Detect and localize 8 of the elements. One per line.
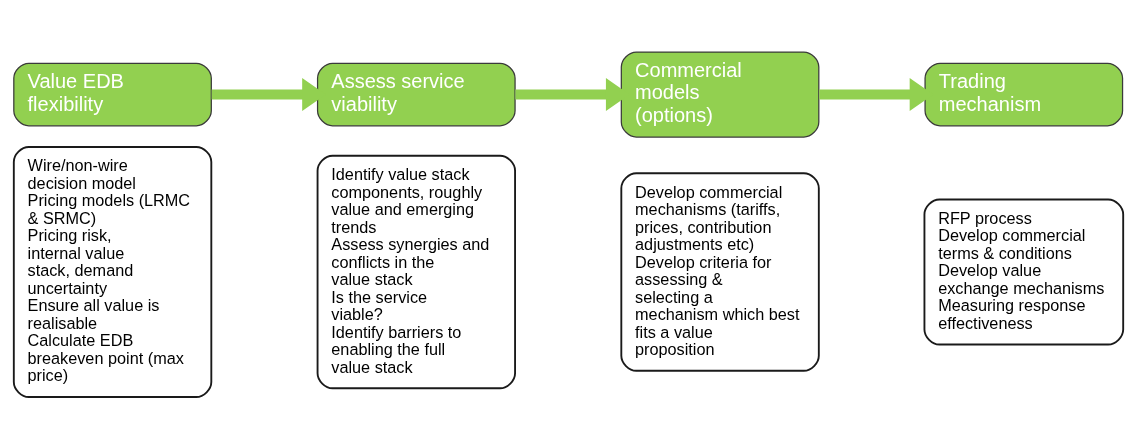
node-box: RFP process Develop commercial terms & conditions Develop value exchange mechanisms Measuring response effectiveness xyxy=(923,198,1125,345)
node-box: Identify value stack components, roughly value and emerging trends Assess synergies and conflicts in the value stack Is the service viable? Identify barriers to enabling the full value stack xyxy=(316,154,516,389)
node-box: Wire/non-wire decision model Pricing models (LRMC & SRMC) Pricing risk, internal value stack, demand uncertainty Ensure all value is realisable Calculate EDB breakeven point (max price) xyxy=(12,145,213,398)
node-box: Trading mechanism xyxy=(924,62,1124,126)
node-box: Commercial models (options) xyxy=(620,50,820,138)
node-box: Develop commercial mechanisms (tariffs, prices, contribution adjustments etc) Develop criteria for assessing & selecting a mechanism which best fits a value proposition xyxy=(620,171,820,372)
node-box: Assess service viability xyxy=(316,62,516,126)
node-box: Value EDB flexibility xyxy=(13,62,212,126)
